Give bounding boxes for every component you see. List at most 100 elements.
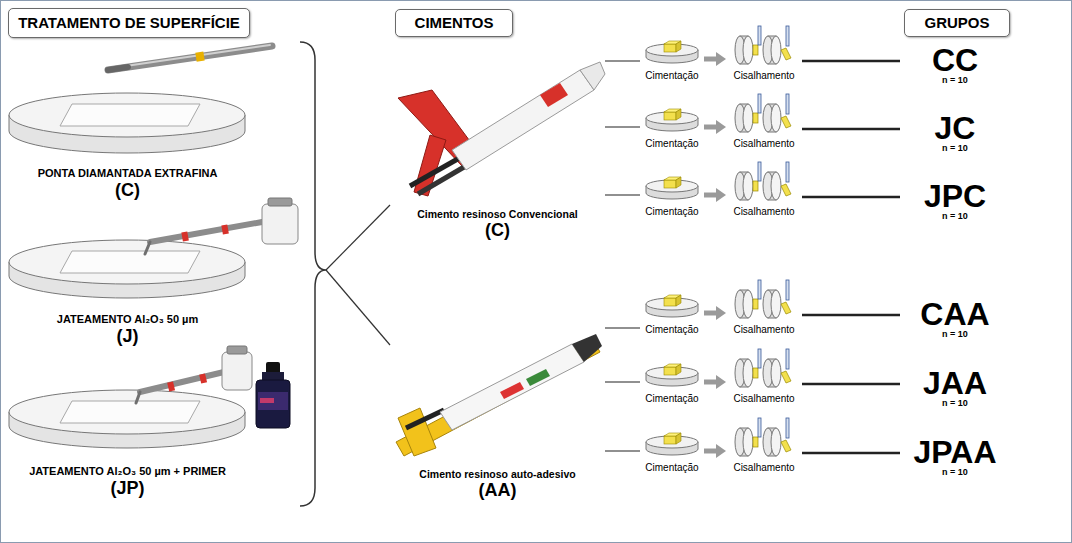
group-label: JAAn = 10: [900, 363, 1010, 413]
flow-arrow: [704, 311, 719, 316]
sandblaster: [199, 373, 207, 383]
treatment-text: (C): [115, 180, 140, 202]
sandblaster: [136, 346, 252, 403]
specimen-disc: [9, 390, 245, 448]
treatment-text: JATEAMENTO Al₂O₃ 50 µm: [57, 313, 198, 326]
cementation-step: Cimentação: [640, 104, 704, 150]
shear-test-step: Cisalhamento: [726, 428, 802, 474]
group-text: JC: [935, 112, 976, 144]
treatment-item: PONTA DIAMANTADA EXTRAFINA(C): [5, 157, 250, 202]
step-text: Cisalhamento: [733, 462, 794, 474]
specimen-disc: [60, 104, 200, 126]
group-label: CAAn = 10: [900, 294, 1010, 344]
step-text: Cimentação: [645, 462, 698, 474]
sandblaster: [262, 204, 298, 244]
sandblaster: [221, 225, 228, 235]
group-label: JPAAn = 10: [900, 432, 1010, 482]
treatment-item: JATEAMENTO Al₂O₃ 50 µm + PRIMER(JP): [5, 455, 250, 500]
cementation-step: Cimentação: [640, 290, 704, 336]
illustration: [735, 162, 791, 200]
step-text: Cisalhamento: [733, 393, 794, 405]
connector-line: [802, 383, 900, 386]
group-text: n = 10: [942, 76, 968, 86]
header-box: GRUPOS: [904, 9, 1010, 37]
group-text: JPC: [924, 180, 986, 212]
header-box: CIMENTOS: [395, 9, 513, 37]
step-text: Cimentação: [645, 393, 698, 405]
cement-dispenser: [572, 334, 602, 362]
step-text: Cisalhamento: [733, 206, 794, 218]
cement-dispenser: [540, 83, 568, 107]
flow-arrow: [704, 380, 719, 385]
connector-part: [605, 59, 900, 453]
sandblaster: [227, 346, 247, 354]
diamond-bur: [108, 45, 272, 70]
diamond-bur: [196, 56, 204, 57]
connector-line: [802, 60, 900, 63]
primer-bottle: [258, 392, 288, 410]
sandblaster: [145, 242, 150, 254]
shear-test-step: Cisalhamento: [726, 36, 802, 82]
primer-bottle: [260, 398, 274, 403]
treatment-text: JATEAMENTO Al₂O₃ 50 µm + PRIMER: [29, 465, 226, 478]
connector-line: [802, 452, 900, 455]
primer-bottle: [262, 372, 284, 380]
header-text: CIMENTOS: [415, 14, 494, 32]
illustration: [646, 177, 698, 199]
diamond-bur: [108, 46, 272, 70]
illustration: [646, 295, 698, 317]
group-text: CAA: [920, 298, 989, 330]
step-text: Cimentação: [645, 138, 698, 150]
cement-text: (AA): [479, 480, 517, 502]
diamond-bur: [108, 67, 128, 70]
cement-dispenser: [398, 62, 605, 196]
treatment-text: (J): [117, 326, 139, 348]
step-text: Cimentação: [645, 70, 698, 82]
specimen-disc: [60, 251, 200, 273]
flow-arrow: [704, 449, 719, 454]
cementation-step: Cimentação: [640, 36, 704, 82]
bracket-line: [326, 270, 390, 345]
flow-arrow: [704, 57, 719, 62]
group-text: n = 10: [942, 212, 968, 222]
specimen-disc: [9, 240, 245, 298]
connector-line: [802, 128, 900, 131]
group-text: n = 10: [942, 330, 968, 340]
group-text: n = 10: [942, 468, 968, 478]
group-label: JCn = 10: [900, 108, 1010, 158]
cement-dispenser: [396, 334, 602, 456]
sandblaster: [145, 198, 298, 254]
primer-bottle: [256, 380, 290, 428]
sandblaster: [181, 232, 188, 242]
step-text: Cisalhamento: [733, 138, 794, 150]
flow-arrow: [704, 193, 719, 198]
cement-dispenser: [580, 62, 605, 90]
cement-dispenser: [406, 410, 444, 428]
illustration: [735, 94, 791, 132]
connector-line: [605, 126, 640, 127]
treatment-item: JATEAMENTO Al₂O₃ 50 µm(J): [5, 303, 250, 348]
connector-line: [605, 60, 640, 61]
sandblaster: [140, 372, 224, 392]
step-text: Cimentação: [645, 324, 698, 336]
shear-test-step: Cisalhamento: [726, 290, 802, 336]
cement-text: Cimento resinoso auto-adesivo: [419, 468, 575, 481]
cementation-step: Cimentação: [640, 359, 704, 405]
treatment-text: (JP): [110, 478, 144, 500]
cement-item: Cimento resinoso Convencional(C): [390, 40, 605, 242]
step-text: Cimentação: [645, 206, 698, 218]
group-text: n = 10: [942, 144, 968, 154]
illustration: [646, 364, 698, 386]
connector-line: [605, 327, 640, 328]
step-text: Cisalhamento: [733, 324, 794, 336]
header-box: TRATAMENTO DE SUPERFÍCIE: [8, 8, 250, 38]
cement-dispenser: [440, 344, 584, 430]
group-text: JPAA: [914, 436, 997, 468]
primer-bottle: [256, 362, 290, 428]
bracket-line: [326, 205, 390, 270]
sandblaster: [136, 392, 140, 403]
